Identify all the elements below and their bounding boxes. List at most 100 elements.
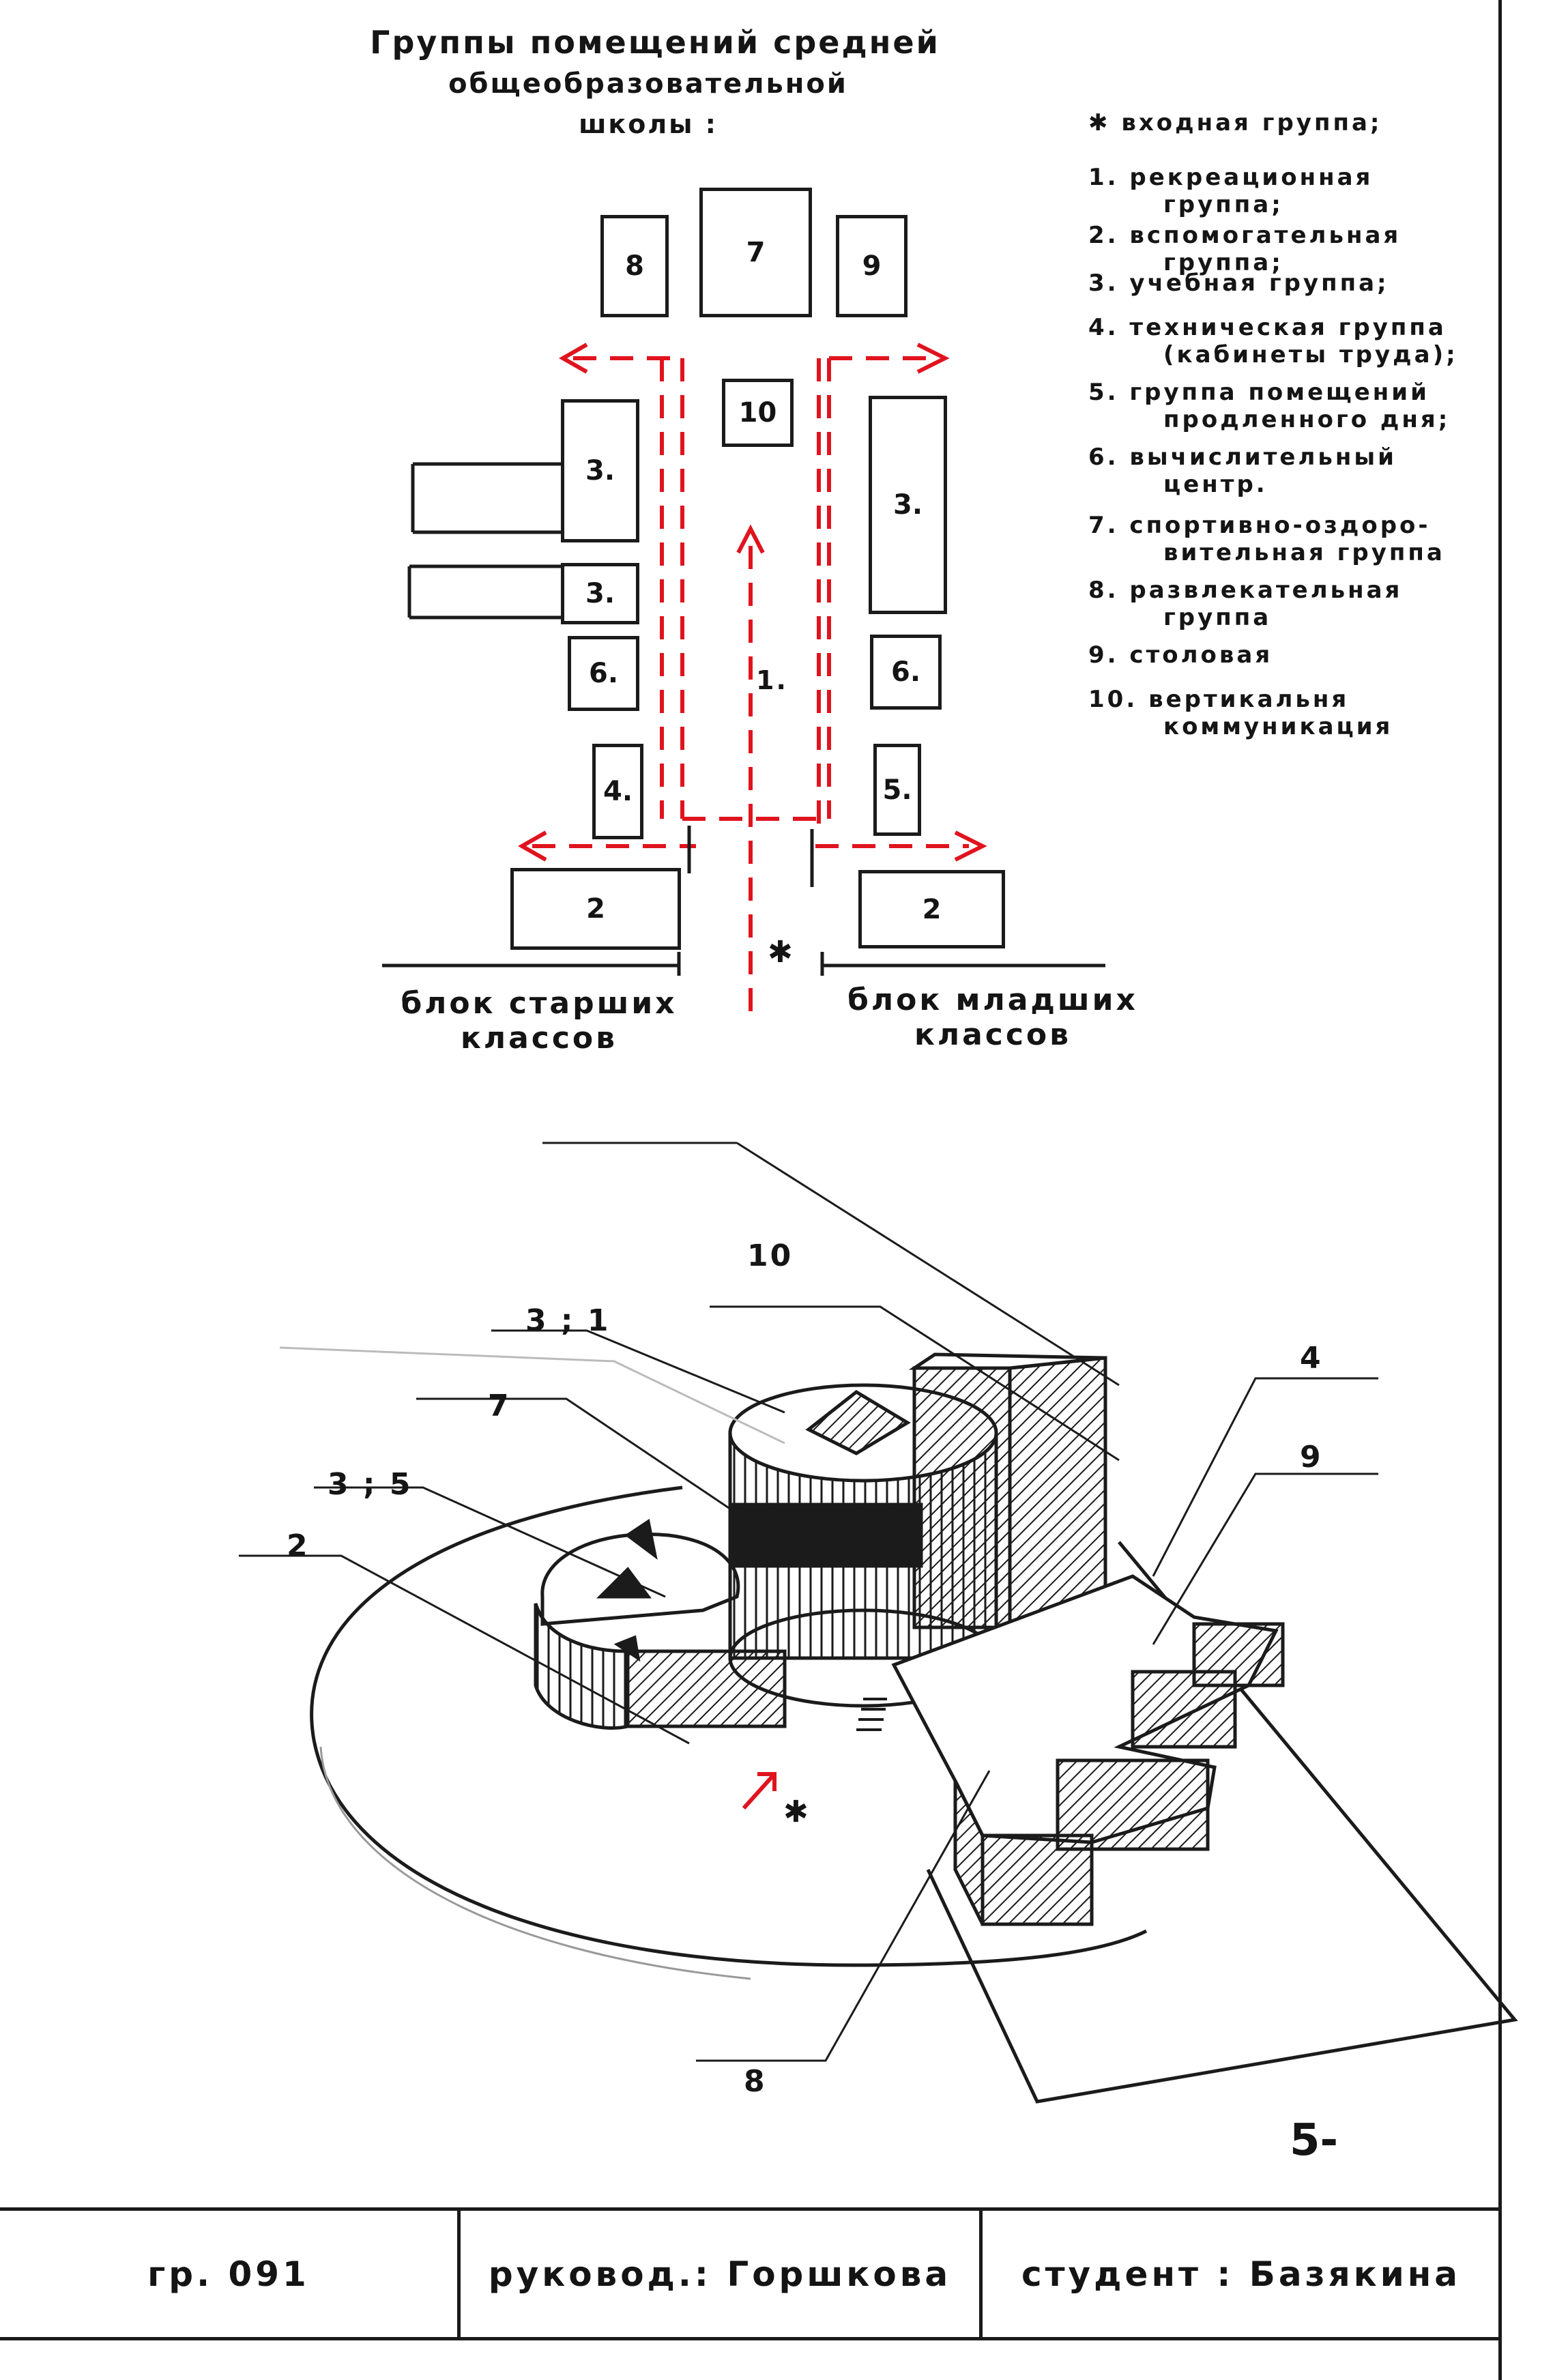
legend-text: 7. спортивно-оздоро- — [1088, 512, 1431, 539]
axo-label-8: 8 — [744, 2064, 767, 2099]
tower-top — [908, 1352, 1106, 1370]
legend-subtext: (кабинеты труда); — [1163, 341, 1458, 368]
block-senior-line1: блок старших — [401, 986, 678, 1021]
block-senior-line2: классов — [460, 1021, 618, 1056]
cross-block-wall — [1056, 1758, 1210, 1851]
plan-room-6-left: 6. — [568, 636, 639, 711]
arrow-head — [954, 830, 987, 862]
cylinder-ribbon-window — [731, 1503, 923, 1568]
legend-subtext: коммуникация — [1163, 713, 1393, 740]
footer-student: студент : Базякина — [1021, 2254, 1462, 2294]
page-frame-line — [1498, 0, 1502, 2380]
leader-line — [710, 1305, 1120, 1462]
legend-subtext: продленного дня; — [1163, 406, 1451, 433]
plan-room-7: 7 — [699, 188, 812, 317]
plan-room-3c: 3. — [869, 396, 947, 614]
leader-line — [736, 1142, 1120, 1387]
axo-label-9: 9 — [1300, 1440, 1323, 1475]
legend-text: ✱ входная группа; — [1088, 109, 1382, 136]
arrow-head — [517, 830, 547, 862]
plan-entrance-mark: ✱ — [768, 935, 795, 970]
legend-text: 10. вертикальня — [1088, 686, 1350, 713]
plan-room-3b: 3. — [561, 563, 639, 624]
arrow-head — [558, 343, 588, 374]
block-senior-label: блок старших классов — [382, 986, 696, 1056]
plan-room-2-right: 2 — [858, 870, 1005, 948]
legend-item: ✱ входная группа; — [1088, 109, 1382, 136]
leader-line — [239, 1554, 690, 1745]
legend-text: 6. вычислительный — [1088, 444, 1397, 471]
plan-room-2-left: 2 — [510, 868, 681, 950]
block-junior-line1: блок младших — [847, 983, 1138, 1017]
title-line-2: общеобразовательной — [448, 68, 848, 100]
tower-front — [912, 1366, 1012, 1629]
leader-line — [279, 1346, 785, 1445]
plan-room-4: 4. — [592, 744, 643, 839]
leader-line — [416, 1397, 785, 1547]
axo-entry-mark: ✱ — [783, 1795, 811, 1829]
legend-text: 8. развлекательная — [1088, 577, 1403, 604]
legend-text: 4. техническая группа — [1088, 314, 1447, 341]
legend-item: 4. техническая группа(кабинеты труда); — [1088, 314, 1458, 368]
plan-room-10: 10 — [722, 379, 794, 447]
page-number: 5- — [1290, 2115, 1339, 2166]
legend-subtext: группа; — [1163, 191, 1283, 218]
footer-divider — [979, 2211, 983, 2337]
site-ellipse-ghost — [319, 1746, 751, 1980]
legend-subtext: группа — [1163, 604, 1272, 631]
footer-group: гр. 091 — [147, 2254, 310, 2294]
arrow-head — [757, 1772, 776, 1791]
axo-label-7: 7 — [488, 1389, 511, 1423]
footer-supervisor: руковод.: Горшкова — [488, 2254, 952, 2294]
skylight — [624, 1518, 658, 1560]
axo-label-10: 10 — [747, 1238, 794, 1273]
plan-room-9: 9 — [836, 215, 908, 317]
legend-subtext: вительная группа — [1163, 539, 1445, 566]
entry-arrow — [742, 1772, 776, 1810]
legend-item: 9. столовая — [1088, 641, 1273, 669]
site-ellipse — [310, 1485, 1148, 1967]
axo-label-3-1: 3 ; 1 — [525, 1303, 611, 1338]
cross-block-wall — [1192, 1622, 1285, 1687]
legend-text: 2. вспомогательная — [1088, 222, 1402, 249]
block-junior-line2: классов — [914, 1017, 1072, 1052]
plan-room-3a: 3. — [561, 399, 639, 542]
site-plate — [926, 1541, 1518, 2104]
skylight — [613, 1635, 641, 1662]
block-junior-label: блок младших классов — [829, 983, 1157, 1052]
legend-text: 9. столовая — [1088, 641, 1273, 669]
footer-divider — [457, 2211, 461, 2337]
drum-left-top — [540, 1532, 740, 1626]
leader-line — [491, 1329, 785, 1414]
title-line-3: школы : — [579, 109, 718, 139]
leader-line — [1152, 1472, 1378, 1645]
leader-line — [314, 1486, 666, 1598]
plan-room-1-label: 1. — [756, 665, 788, 695]
axo-label-4: 4 — [1300, 1341, 1323, 1376]
footer-title-block: гр. 091 руковод.: Горшкова студент : Баз… — [0, 2207, 1500, 2340]
axo-label-2: 2 — [287, 1528, 310, 1563]
legend-text: 1. рекреационная — [1088, 164, 1374, 191]
legend-subtext: группа; — [1163, 249, 1283, 276]
legend-text: 3. учебная группа; — [1088, 270, 1389, 297]
title-line-1: Группы помещений средней — [370, 24, 940, 61]
leader-line — [696, 1770, 991, 2062]
axo-label-3-5: 3 ; 5 — [328, 1467, 413, 1502]
cylinder-roof-pyramid — [805, 1389, 911, 1455]
legend-text: 5. группа помещений — [1088, 379, 1429, 406]
skylight — [596, 1567, 652, 1599]
legend-item: 3. учебная группа; — [1088, 270, 1389, 297]
legend-item: 7. спортивно-оздоро-вительная группа — [1088, 512, 1445, 566]
arrow-head — [916, 343, 950, 374]
legend-subtext: центр. — [1163, 471, 1268, 498]
plan-room-6-right: 6. — [870, 635, 942, 710]
plan-room-8: 8 — [600, 215, 669, 317]
leader-line — [1152, 1377, 1378, 1577]
